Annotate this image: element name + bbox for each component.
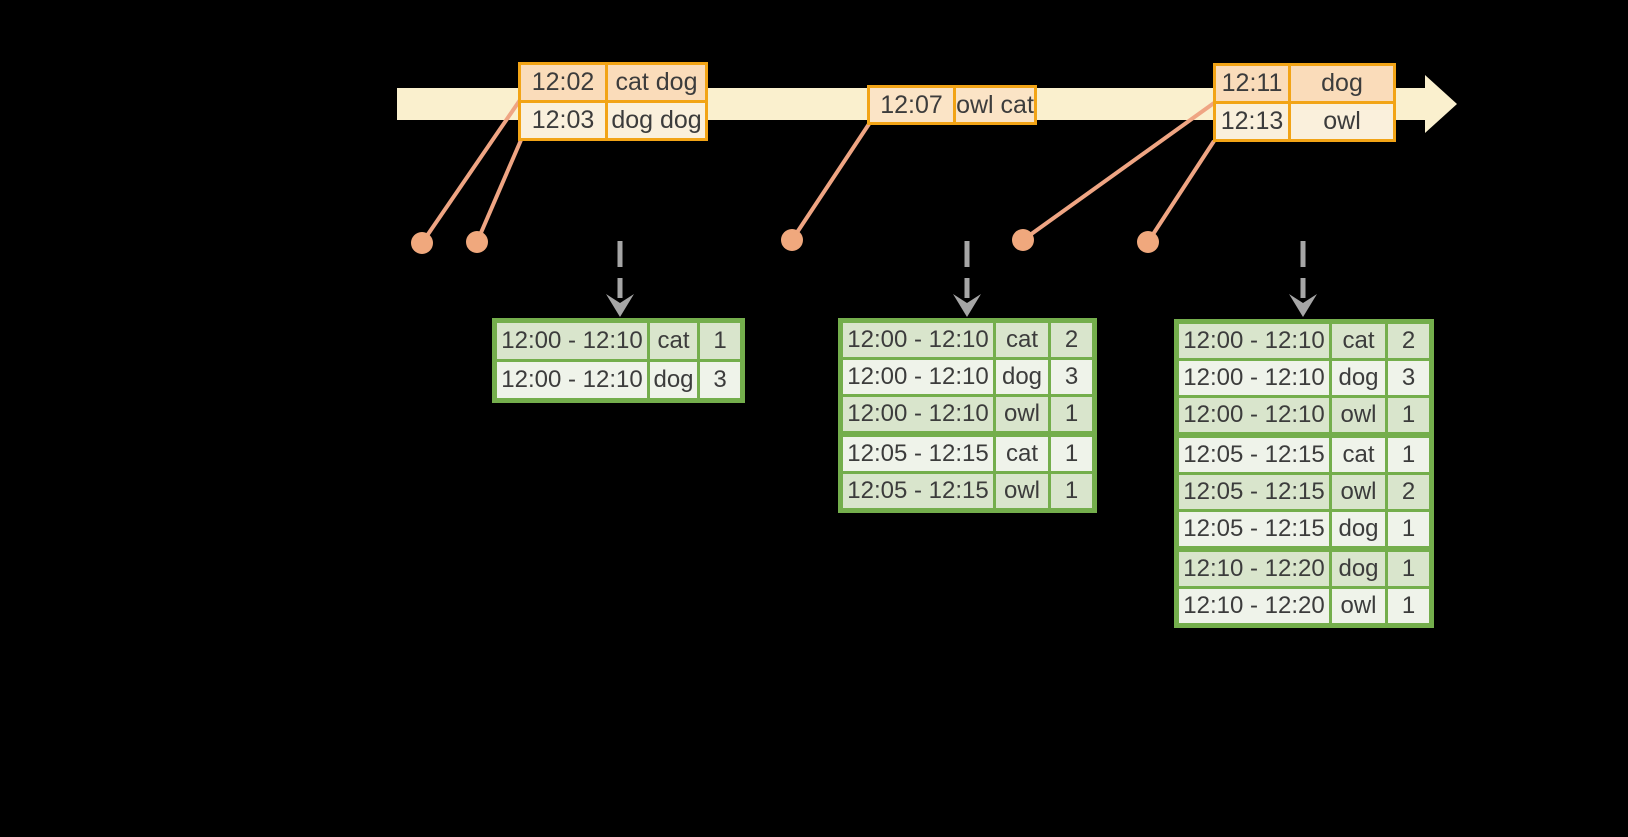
result-row: 12:05 - 12:15 cat 1 — [843, 437, 1092, 471]
count-cell: 1 — [1051, 437, 1092, 471]
count-cell: 2 — [1388, 324, 1429, 358]
connector-line — [1146, 139, 1216, 244]
count-cell: 1 — [1388, 589, 1429, 623]
event-row: 12:02 cat dog — [521, 65, 705, 100]
window-cell: 12:05 - 12:15 — [1179, 438, 1329, 472]
event-words-cell: cat dog — [608, 65, 705, 100]
word-cell: cat — [650, 323, 697, 359]
word-cell: owl — [1332, 589, 1385, 623]
window-cell: 12:05 - 12:15 — [843, 474, 993, 508]
word-cell: dog — [1332, 552, 1385, 586]
window-cell: 12:00 - 12:10 — [1179, 324, 1329, 358]
word-cell: cat — [996, 437, 1048, 471]
connector-line — [790, 122, 871, 242]
count-cell: 2 — [1388, 475, 1429, 509]
result-row: 12:00 - 12:10 cat 2 — [843, 323, 1092, 357]
result-row: 12:00 - 12:10 dog 3 — [1179, 361, 1429, 395]
result-row: 12:00 - 12:10 cat 1 — [497, 323, 740, 359]
result-row: 12:00 - 12:10 owl 1 — [843, 397, 1092, 431]
event-table-1: 12:02 cat dog 12:03 dog dog — [518, 62, 708, 141]
window-cell: 12:10 - 12:20 — [1179, 552, 1329, 586]
event-time-cell: 12:07 — [870, 88, 953, 122]
result-table-2: 12:00 - 12:10 cat 2 12:00 - 12:10 dog 3 … — [838, 318, 1097, 513]
event-words-cell: owl — [1291, 104, 1393, 139]
window-cell: 12:00 - 12:10 — [843, 397, 993, 431]
connector-line — [420, 98, 522, 245]
count-cell: 1 — [1388, 398, 1429, 432]
result-row: 12:10 - 12:20 dog 1 — [1179, 552, 1429, 586]
window-cell: 12:05 - 12:15 — [843, 437, 993, 471]
result-row: 12:00 - 12:10 dog 3 — [497, 362, 740, 398]
event-dot — [466, 231, 488, 253]
event-time-cell: 12:02 — [521, 65, 605, 100]
event-dots — [411, 229, 1159, 254]
count-cell: 3 — [1051, 360, 1092, 394]
event-words-cell: dog — [1291, 66, 1393, 101]
event-row: 12:13 owl — [1216, 104, 1393, 139]
result-row: 12:00 - 12:10 owl 1 — [1179, 398, 1429, 432]
result-table-1: 12:00 - 12:10 cat 1 12:00 - 12:10 dog 3 — [492, 318, 745, 403]
count-cell: 2 — [1051, 323, 1092, 357]
down-arrow-head-icon — [1289, 294, 1317, 317]
count-cell: 1 — [1388, 552, 1429, 586]
result-row: 12:10 - 12:20 owl 1 — [1179, 589, 1429, 623]
window-cell: 12:00 - 12:10 — [497, 323, 647, 359]
window-cell: 12:05 - 12:15 — [1179, 475, 1329, 509]
event-dot — [781, 229, 803, 251]
word-cell: owl — [996, 474, 1048, 508]
window-cell: 12:00 - 12:10 — [1179, 361, 1329, 395]
word-cell: cat — [1332, 438, 1385, 472]
event-row: 12:07 owl cat — [870, 88, 1034, 122]
count-cell: 1 — [1051, 397, 1092, 431]
count-cell: 1 — [700, 323, 740, 359]
result-table-3: 12:00 - 12:10 cat 2 12:00 - 12:10 dog 3 … — [1174, 319, 1434, 628]
word-cell: owl — [996, 397, 1048, 431]
window-cell: 12:00 - 12:10 — [1179, 398, 1329, 432]
count-cell: 1 — [1388, 512, 1429, 546]
window-cell: 12:00 - 12:10 — [497, 362, 647, 398]
down-arrow-head-icon — [953, 294, 981, 317]
event-row: 12:03 dog dog — [521, 103, 705, 138]
event-time-cell: 12:03 — [521, 103, 605, 138]
connector-line — [1021, 101, 1216, 242]
event-dot — [411, 232, 433, 254]
word-cell: cat — [1332, 324, 1385, 358]
word-cell: cat — [996, 323, 1048, 357]
result-row: 12:00 - 12:10 dog 3 — [843, 360, 1092, 394]
word-cell: owl — [1332, 475, 1385, 509]
event-table-3: 12:11 dog 12:13 owl — [1213, 63, 1396, 142]
event-dot — [1012, 229, 1034, 251]
word-cell: dog — [1332, 512, 1385, 546]
window-cell: 12:05 - 12:15 — [1179, 512, 1329, 546]
connector-line — [475, 139, 523, 243]
event-table-2: 12:07 owl cat — [867, 85, 1037, 125]
count-cell: 3 — [700, 362, 740, 398]
word-cell: dog — [650, 362, 697, 398]
event-words-cell: owl cat — [956, 88, 1034, 122]
result-row: 12:05 - 12:15 dog 1 — [1179, 512, 1429, 546]
result-row: 12:00 - 12:10 cat 2 — [1179, 324, 1429, 358]
event-time-cell: 12:13 — [1216, 104, 1288, 139]
trigger-arrows — [606, 241, 1317, 317]
count-cell: 1 — [1388, 438, 1429, 472]
window-cell: 12:00 - 12:10 — [843, 360, 993, 394]
word-cell: owl — [1332, 398, 1385, 432]
timeline-arrowhead-icon — [1425, 75, 1457, 133]
event-time-cell: 12:11 — [1216, 66, 1288, 101]
window-cell: 12:00 - 12:10 — [843, 323, 993, 357]
window-cell: 12:10 - 12:20 — [1179, 589, 1329, 623]
result-row: 12:05 - 12:15 owl 2 — [1179, 475, 1429, 509]
event-row: 12:11 dog — [1216, 66, 1393, 101]
count-cell: 3 — [1388, 361, 1429, 395]
result-row: 12:05 - 12:15 cat 1 — [1179, 438, 1429, 472]
event-words-cell: dog dog — [608, 103, 705, 138]
result-row: 12:05 - 12:15 owl 1 — [843, 474, 1092, 508]
event-dot — [1137, 231, 1159, 253]
count-cell: 1 — [1051, 474, 1092, 508]
word-cell: dog — [996, 360, 1048, 394]
down-arrow-head-icon — [606, 294, 634, 317]
word-cell: dog — [1332, 361, 1385, 395]
